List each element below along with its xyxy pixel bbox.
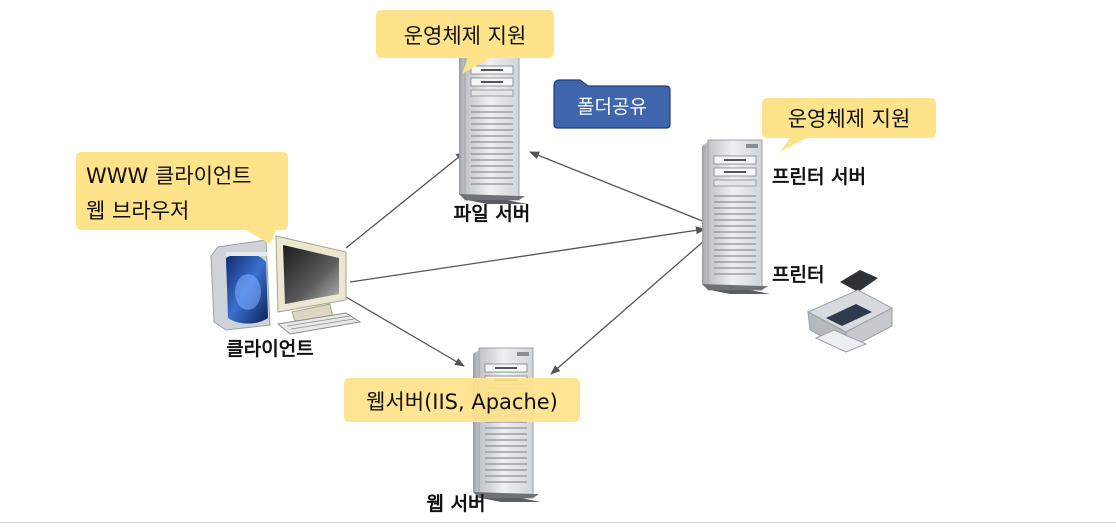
connections — [345, 151, 706, 375]
callout-client-line2: 웹 브라우저 — [86, 199, 189, 223]
web-server-label: 웹 서버 — [426, 493, 485, 515]
callout-web-server-sw-text: 웹서버(IIS, Apache) — [366, 390, 558, 414]
arrow-client-to-print-server — [349, 226, 706, 283]
callout-print-server-os-text: 운영체제 지원 — [788, 107, 911, 131]
client-label: 클라이언트 — [226, 338, 313, 360]
callout-file-server-os-text: 운영체제 지원 — [404, 24, 527, 48]
printer-icon — [806, 270, 894, 353]
file-server-label: 파일 서버 — [454, 203, 531, 225]
file-server-tower-icon — [458, 49, 528, 205]
bottom-divider — [0, 522, 1116, 523]
arrow-client-to-web-server — [345, 296, 465, 367]
callout-client-line1: WWW 클라이언트 — [86, 164, 252, 188]
web-server-tower-icon — [472, 347, 542, 503]
arrow-print-server-to-file-server — [529, 151, 706, 223]
callout-file-server-os: 운영체제 지원 — [376, 10, 554, 74]
printer-label: 프린터 — [772, 264, 824, 286]
arrow-client-to-file-server — [345, 151, 466, 249]
print-server-tower-icon — [701, 139, 771, 295]
callout-web-server-sw: 웹서버(IIS, Apache) — [344, 378, 580, 422]
folder-share-tag: 폴더공유 — [553, 79, 671, 129]
callout-print-server-os: 운영체제 지원 — [762, 98, 936, 152]
arrow-print-server-to-web-server — [550, 239, 706, 375]
callout-client: WWW 클라이언트 웹 브라우저 — [76, 152, 288, 244]
print-server-label: 프린터 서버 — [772, 166, 866, 188]
folder-share-tag-text: 폴더공유 — [577, 96, 647, 118]
client-computer-icon — [210, 235, 362, 335]
